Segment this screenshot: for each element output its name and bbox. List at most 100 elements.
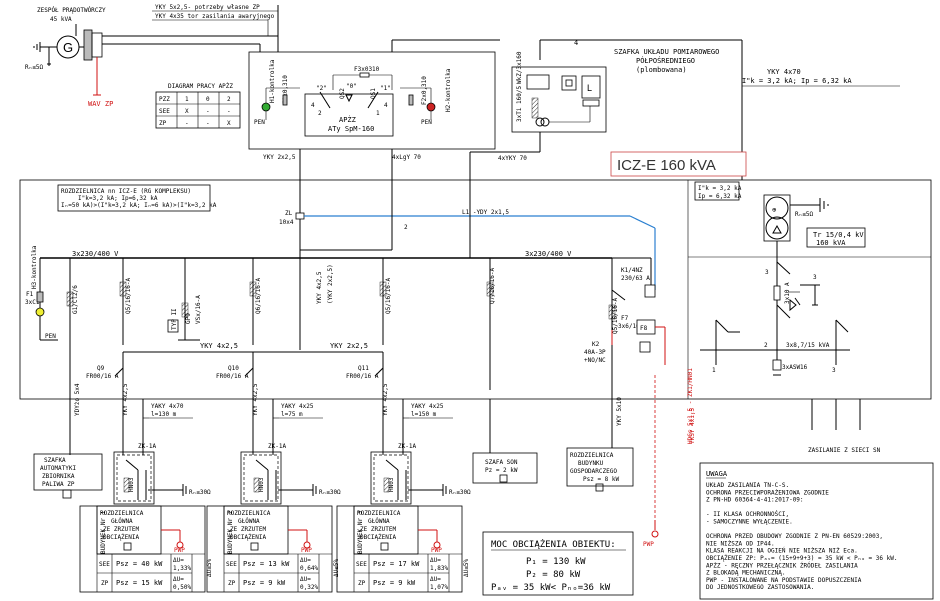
svg-text:3: 3 — [813, 274, 817, 281]
note-line: OCHRONA PRZED OBUDOWY ZGODNIE Z PN-EN 60… — [706, 533, 883, 540]
trafo-feed-cable: YKY 4x70 — [767, 68, 801, 76]
dist-cable-2: YKY 2x2,5 — [330, 342, 368, 350]
svg-text:ZE ZRZUTEM: ZE ZRZUTEM — [230, 526, 267, 533]
feeders: H3-kontrolka F1 3xC1 PEN G1/Cl2/6 Q5/16/… — [25, 245, 666, 430]
svg-text:2: 2 — [764, 342, 768, 349]
svg-text:2: 2 — [318, 110, 322, 117]
svg-text:HN03: HN03 — [128, 477, 135, 492]
svg-text:ZK-1A: ZK-1A — [138, 443, 156, 450]
svg-text:TYP II: TYP II — [171, 308, 178, 330]
svg-text:ROZDZIELNICA: ROZDZIELNICA — [227, 510, 271, 517]
load-p3: Pₐᵥ = 35 kW< Pₙₒ=36 kW — [491, 583, 611, 593]
svg-text:VSx/16-A: VSx/16-A — [195, 295, 202, 324]
svg-text:Rₙ≤5Ω: Rₙ≤5Ω — [795, 211, 813, 218]
svg-text:H3-kontrolka: H3-kontrolka — [31, 245, 38, 289]
svg-text:PALIWA ZP: PALIWA ZP — [42, 481, 75, 488]
svg-text:Q5/16/16-A: Q5/16/16-A — [385, 277, 392, 314]
svg-text:L: L — [587, 83, 592, 93]
svg-text:HN03: HN03 — [258, 477, 265, 492]
svg-text:F7: F7 — [621, 315, 629, 322]
note-line: OBCIĄŻENIE ZP: Pₐᵥ= (15+9+9+3) = 35 kW <… — [706, 555, 897, 562]
notes-title: UWAGA — [706, 470, 728, 478]
svg-text:Q5/16/16-A: Q5/16/16-A — [612, 297, 619, 334]
svg-text:4: 4 — [384, 102, 388, 109]
svg-text:SZAFKA: SZAFKA — [44, 457, 66, 464]
transformer: I"k = 3,2 kA Ip = 6,32 kA ⊕ Rₙ≤5Ω Tr 15/… — [694, 181, 866, 262]
apzz-cabinet: F3x0310 H1-kontrolka H2-kontrolka F1x0,3… — [248, 39, 500, 180]
svg-text:SEE: SEE — [99, 561, 110, 568]
svg-text:ΔU=: ΔU= — [300, 576, 311, 583]
note-line: Z BLOKADĄ MECHANICZNĄ. — [706, 570, 785, 577]
son-cabinet: SZAFA SON Pz = 2 kW — [472, 399, 538, 484]
note-line: NIE NIŻSZA OD IP44. — [706, 540, 775, 547]
svg-text:OBCIĄŻENIA: OBCIĄŻENIA — [103, 534, 140, 541]
svg-text:1: 1 — [376, 110, 380, 117]
svg-text:F1: F1 — [26, 291, 34, 298]
svg-text:G: G — [63, 40, 73, 55]
svg-text:40A-3P: 40A-3P — [584, 349, 606, 356]
svg-text:1,33%: 1,33% — [173, 565, 191, 572]
note-line: APŻZ - RĘCZNY PRZEŁĄCZNIK ŹRÓDEŁ ZASILAN… — [706, 561, 858, 569]
svg-text:-: - — [185, 120, 189, 127]
svg-text:l=130 m: l=130 m — [151, 411, 177, 418]
generator: ZESPÓŁ PRĄDOTWÓRCZY 45 kVA G Rₙ≤5Ω WAV Z… — [25, 5, 279, 108]
svg-text:ZP: ZP — [159, 120, 167, 127]
svg-text:YAKY 4x70: YAKY 4x70 — [151, 403, 184, 410]
object-load-box: MOC OBCIĄŻENIA OBIEKTU: P₁ = 130 kW P₂ =… — [482, 531, 634, 596]
svg-text:YDYżo 5x4: YDYżo 5x4 — [74, 383, 81, 416]
svg-text:Psz = 8 kW: Psz = 8 kW — [583, 476, 620, 483]
svg-text:3: 3 — [765, 269, 769, 276]
svg-text:ZK-1A: ZK-1A — [268, 443, 286, 450]
svg-text:"2": "2" — [316, 85, 327, 92]
svg-text:Q11: Q11 — [358, 365, 369, 372]
svg-text:3xC1: 3xC1 — [25, 299, 40, 306]
svg-text:2: 2 — [227, 96, 231, 103]
svg-text:1: 1 — [712, 367, 716, 374]
svg-text:X: X — [185, 108, 189, 115]
svg-text:BUDYNEK Nr 2: BUDYNEK Nr 2 — [227, 510, 234, 554]
load-title: MOC OBCIĄŻENIA OBIEKTU: — [491, 539, 616, 550]
svg-text:Psz = 9 kW: Psz = 9 kW — [243, 579, 286, 587]
svg-text:QS2: QS2 — [339, 88, 346, 99]
svg-text:Q7/16/16-A: Q7/16/16-A — [489, 267, 496, 304]
svg-text:I"k = 3,2 kA: I"k = 3,2 kA — [698, 185, 742, 192]
svg-text:0,64%: 0,64% — [300, 565, 318, 572]
svg-text:ΔU=: ΔU= — [430, 576, 441, 583]
svg-text:YAKY 4x25: YAKY 4x25 — [281, 403, 314, 410]
note-line: Z PN-HD 60364-4-41:2017-09: — [706, 497, 804, 504]
apzz-model: ATy SpM-160 — [328, 125, 374, 133]
svg-text:AUTOMATYKI: AUTOMATYKI — [40, 465, 77, 472]
svg-text:Rₙ≤30Ω: Rₙ≤30Ω — [319, 489, 341, 496]
svg-text:10x4: 10x4 — [279, 219, 294, 226]
svg-text:GŁÓWNA: GŁÓWNA — [238, 518, 260, 525]
svg-text:ROZDZIELNICA: ROZDZIELNICA — [357, 510, 401, 517]
mv-supply-label: ZASILANIE Z SIECI SN — [808, 447, 881, 454]
svg-text:ΔU=: ΔU= — [173, 557, 184, 564]
svg-text:ZK-1A: ZK-1A — [398, 443, 416, 450]
svg-text:FR00/16 A: FR00/16 A — [216, 373, 249, 380]
svg-text:SEE: SEE — [356, 561, 367, 568]
svg-text:PEN: PEN — [45, 333, 56, 340]
svg-text:YKY 4x2,5: YKY 4x2,5 — [252, 383, 259, 416]
svg-text:Rₙ≤30Ω: Rₙ≤30Ω — [189, 489, 211, 496]
fuel-pump-cabinet: YDYżo 5x4 SZAFKA AUTOMATYKI ZBIORNIKA PA… — [33, 340, 103, 499]
svg-text:K1/4NZ: K1/4NZ — [621, 267, 643, 274]
svg-text:1,83%: 1,83% — [430, 565, 448, 572]
note-line: - SAMOCZYNNE WYŁĄCZENIE. — [706, 519, 793, 526]
svg-text:4xLgY 70: 4xLgY 70 — [392, 154, 421, 161]
mv-switchgear: 3 3 3x10 A 2 3x8,7/15 kVA 1 3 3xASW16 ZA… — [700, 261, 881, 454]
station-frame — [19, 179, 932, 400]
svg-text:-: - — [227, 108, 231, 115]
l1-cable-label: L1 -YDY 2x1,5 — [462, 209, 509, 216]
svg-text:PEN: PEN — [421, 119, 432, 126]
rg-header: ROZDZIELNICA nn ICZ-E (RG KOMPLEKSU) I"k… — [40, 180, 656, 290]
svg-text:SEE: SEE — [159, 108, 170, 115]
svg-text:GP9: GP9 — [185, 313, 192, 324]
svg-text:WkZ/3x160: WkZ/3x160 — [516, 51, 523, 84]
svg-text:FR00/16 A: FR00/16 A — [346, 373, 379, 380]
svg-text:3x10 A: 3x10 A — [784, 282, 791, 304]
svg-text:1: 1 — [185, 96, 189, 103]
svg-text:PWP: PWP — [643, 541, 654, 548]
